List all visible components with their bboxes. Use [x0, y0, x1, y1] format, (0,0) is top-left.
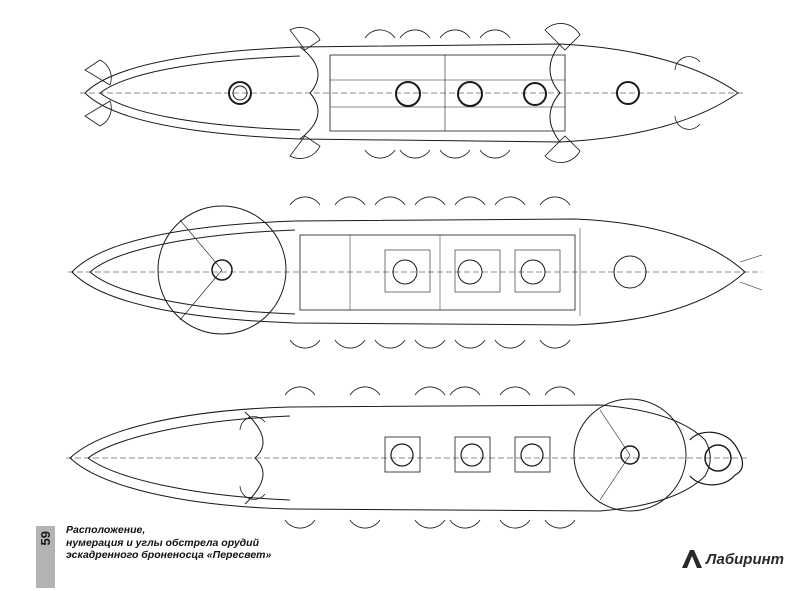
deck-plan-middle	[68, 196, 763, 349]
funnel-ring	[520, 259, 546, 285]
watermark: Лабиринт	[680, 548, 784, 570]
funnel-ring	[520, 443, 544, 467]
figure-caption: Расположение, нумерация и углы обстрела …	[66, 524, 306, 562]
watermark-text: Лабиринт	[706, 550, 785, 568]
turret-ring	[620, 445, 640, 465]
funnel-ring	[457, 259, 483, 285]
watermark-logo-icon	[682, 550, 702, 568]
funnel-ring	[395, 81, 421, 107]
gun-sector	[544, 23, 581, 51]
turret-ring	[228, 81, 252, 105]
caption-line: нумерация и углы обстрела орудий	[66, 536, 260, 549]
turret-ring	[211, 259, 233, 281]
deck-plan-upper	[80, 23, 745, 163]
hull-inner-line	[87, 415, 291, 501]
turret-ring	[613, 255, 647, 289]
superstructure	[244, 411, 264, 505]
gun-sector	[84, 100, 112, 127]
gun-sector	[179, 219, 223, 321]
gun-sector	[84, 59, 112, 86]
gun-sector	[544, 135, 581, 163]
deckhouse	[299, 234, 576, 311]
bow-cap	[689, 431, 744, 486]
turret-arc-circle	[157, 205, 287, 335]
funnel-ring	[523, 82, 547, 106]
hull-inner-line	[99, 55, 301, 131]
hull-inner-line	[89, 229, 296, 315]
funnel-ring	[392, 259, 418, 285]
funnel-ring	[457, 81, 483, 107]
funnel-ring	[460, 443, 484, 467]
caption-line: Расположение,	[66, 524, 146, 536]
turret-arc-circle	[573, 398, 687, 512]
turret-ring	[616, 81, 640, 105]
deck-plan-lower	[66, 386, 750, 529]
superstructure	[299, 43, 561, 143]
caption-line: эскадренного броненосца «Пересвет»	[66, 549, 272, 561]
page-number: 59	[38, 531, 53, 546]
page-number-strip	[36, 526, 55, 588]
funnel-ring	[390, 443, 414, 467]
gun-sector	[289, 27, 321, 51]
deckhouse	[329, 54, 566, 132]
gun-sector	[289, 135, 321, 159]
